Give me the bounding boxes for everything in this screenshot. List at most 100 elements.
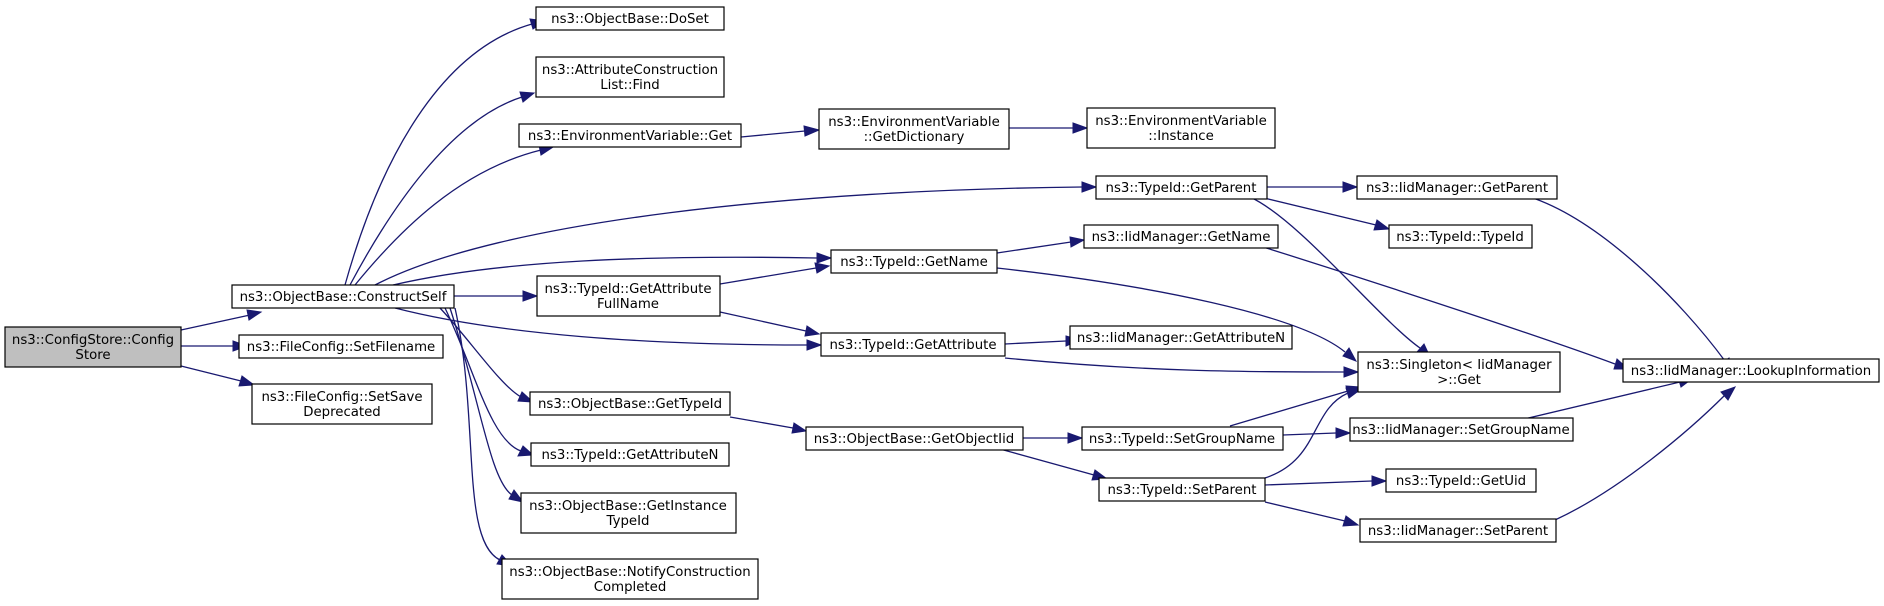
node-typeidgetname[interactable]: ns3::TypeId::GetName bbox=[830, 249, 998, 274]
edge-typeidsetparent-singletonget bbox=[1264, 387, 1363, 479]
edge-getattributefullname-typeidgetname bbox=[719, 262, 831, 285]
edge-typeidgetname-iidgetname bbox=[996, 236, 1086, 254]
node-lookupinformation-label: ns3::IidManager::LookupInformation bbox=[1631, 364, 1871, 379]
edge-iidsetparent-lookupinformation bbox=[1554, 386, 1737, 521]
node-typeidgetuid-label: ns3::TypeId::GetUid bbox=[1396, 474, 1526, 489]
node-notifyconstruction-line1: ns3::ObjectBase::NotifyConstruction bbox=[509, 565, 750, 580]
edge-configstore-setsavedeprecated bbox=[180, 365, 256, 387]
node-iidsetparent[interactable]: ns3::IidManager::SetParent bbox=[1359, 518, 1557, 543]
node-envgetdictionary-line2: ::GetDictionary bbox=[864, 130, 965, 145]
node-typeidgetuid[interactable]: ns3::TypeId::GetUid bbox=[1385, 468, 1537, 493]
edge-typeidgetparent-typeidtypeid bbox=[1259, 196, 1391, 231]
node-singletonget-line1: ns3::Singleton< IidManager bbox=[1366, 358, 1552, 373]
node-typeidgetname-label: ns3::TypeId::GetName bbox=[840, 255, 988, 270]
node-setgroupname[interactable]: ns3::TypeId::SetGroupName bbox=[1081, 426, 1284, 451]
node-typeidtypeid[interactable]: ns3::TypeId::TypeId bbox=[1388, 224, 1533, 249]
edge-typeidsetparent-iidsetparent bbox=[1264, 501, 1360, 527]
node-objgettypeid-label: ns3::ObjectBase::GetTypeId bbox=[538, 397, 722, 412]
edge-typeidgetattribute-iidgetattributen bbox=[1004, 335, 1082, 347]
node-singletonget-line2: >::Get bbox=[1437, 373, 1481, 388]
edge-configstore-setfilename bbox=[181, 340, 249, 352]
node-typeidgetparent[interactable]: ns3::TypeId::GetParent bbox=[1095, 175, 1268, 200]
node-getobjectiid[interactable]: ns3::ObjectBase::GetObjectIid bbox=[805, 426, 1024, 451]
node-typeidgetattributen-label: ns3::TypeId::GetAttributeN bbox=[542, 448, 719, 463]
node-configstore-line1: ns3::ConfigStore::Config bbox=[12, 333, 174, 348]
edge-getattributefullname-typeidgetattribute bbox=[719, 311, 821, 337]
node-typeidsetparent-label: ns3::TypeId::SetParent bbox=[1107, 483, 1256, 498]
edge-constructself-typeidgetattributen bbox=[444, 307, 535, 457]
edge-iidgetparent-lookupinformation bbox=[1529, 196, 1733, 374]
edge-constructself-envvarget bbox=[354, 144, 555, 286]
node-iidsetgroupname-label: ns3::IidManager::SetGroupName bbox=[1352, 423, 1569, 438]
edge-constructself-typeidgetname bbox=[392, 252, 833, 286]
edge-envvarget-envgetdictionary bbox=[740, 125, 821, 138]
node-envgetdictionary[interactable]: ns3::EnvironmentVariable ::GetDictionary bbox=[818, 108, 1010, 150]
node-getattributefullname-line2: FullName bbox=[597, 297, 659, 312]
edge-getobjectiid-setgroupname bbox=[1023, 432, 1084, 444]
edge-constructself-doset bbox=[344, 18, 547, 286]
node-doset[interactable]: ns3::ObjectBase::DoSet bbox=[535, 6, 725, 31]
node-setsavedeprecated-line1: ns3::FileConfig::SetSave bbox=[261, 390, 422, 405]
node-typeidgetparent-label: ns3::TypeId::GetParent bbox=[1106, 181, 1257, 196]
node-iidgetname[interactable]: ns3::IidManager::GetName bbox=[1083, 224, 1279, 249]
node-envgetdictionary-line1: ns3::EnvironmentVariable bbox=[828, 115, 1000, 130]
node-setgroupname-label: ns3::TypeId::SetGroupName bbox=[1089, 432, 1275, 447]
edge-typeidgetattribute-singletonget bbox=[1004, 357, 1360, 378]
node-iidgetparent-label: ns3::IidManager::GetParent bbox=[1366, 181, 1548, 196]
node-typeidgetattribute-label: ns3::TypeId::GetAttribute bbox=[829, 338, 996, 353]
node-configstore-line2: Store bbox=[75, 348, 110, 363]
node-iidgetattributen[interactable]: ns3::IidManager::GetAttributeN bbox=[1069, 325, 1293, 350]
node-attrconstructionfind-line2: List::Find bbox=[600, 78, 659, 93]
node-attrconstructionfind-line1: ns3::AttributeConstruction bbox=[542, 63, 718, 78]
edge-constructself-typeidgetattribute bbox=[394, 307, 823, 351]
edge-typeidgetparent-iidgetparent bbox=[1267, 181, 1359, 193]
node-setfilename-label: ns3::FileConfig::SetFilename bbox=[247, 340, 435, 355]
node-getattributefullname-line1: ns3::TypeId::GetAttribute bbox=[544, 282, 711, 297]
edge-constructself-typeidgetparent bbox=[374, 181, 1098, 286]
node-notifyconstruction[interactable]: ns3::ObjectBase::NotifyConstruction Comp… bbox=[501, 558, 759, 600]
node-constructself-label: ns3::ObjectBase::ConstructSelf bbox=[240, 290, 447, 305]
edge-setgroupname-iidsetgroupname bbox=[1282, 427, 1352, 439]
node-envinstance-line1: ns3::EnvironmentVariable bbox=[1095, 114, 1267, 129]
edge-iidgetname-lookupinformation bbox=[1259, 245, 1630, 370]
node-getinstancetypeid[interactable]: ns3::ObjectBase::GetInstance TypeId bbox=[520, 492, 737, 534]
edge-setgroupname-singletonget bbox=[1229, 385, 1363, 427]
edge-typeidsetparent-typeidgetuid bbox=[1264, 475, 1388, 487]
edge-typeidgetname-singletonget bbox=[996, 267, 1358, 362]
node-typeidtypeid-label: ns3::TypeId::TypeId bbox=[1396, 230, 1524, 245]
node-iidgetname-label: ns3::IidManager::GetName bbox=[1092, 230, 1271, 245]
node-getinstancetypeid-line1: ns3::ObjectBase::GetInstance bbox=[529, 499, 727, 514]
edge-constructself-getinstancetypeid bbox=[449, 307, 525, 503]
node-typeidgetattributen[interactable]: ns3::TypeId::GetAttributeN bbox=[530, 442, 730, 467]
node-getobjectiid-label: ns3::ObjectBase::GetObjectIid bbox=[814, 432, 1014, 447]
node-iidsetgroupname[interactable]: ns3::IidManager::SetGroupName bbox=[1349, 417, 1574, 442]
edge-getobjectiid-typeidsetparent bbox=[999, 448, 1109, 481]
node-setfilename[interactable]: ns3::FileConfig::SetFilename bbox=[238, 334, 444, 359]
node-getattributefullname[interactable]: ns3::TypeId::GetAttribute FullName bbox=[536, 275, 721, 317]
edge-envgetdictionary-envinstance bbox=[1009, 122, 1089, 134]
edge-constructself-getattributefullname bbox=[454, 290, 539, 302]
node-attrconstructionfind[interactable]: ns3::AttributeConstruction List::Find bbox=[535, 56, 725, 98]
node-envvarget-label: ns3::EnvironmentVariable::Get bbox=[528, 129, 732, 144]
node-typeidsetparent[interactable]: ns3::TypeId::SetParent bbox=[1098, 477, 1266, 502]
node-singletonget[interactable]: ns3::Singleton< IidManager >::Get bbox=[1357, 351, 1561, 393]
edge-constructself-attrconstructionfind bbox=[349, 91, 536, 286]
node-getinstancetypeid-line2: TypeId bbox=[606, 514, 650, 529]
node-envinstance[interactable]: ns3::EnvironmentVariable ::Instance bbox=[1086, 107, 1276, 149]
node-setsavedeprecated[interactable]: ns3::FileConfig::SetSave Deprecated bbox=[251, 383, 433, 425]
edge-objgettypeid-getobjectiid bbox=[729, 416, 808, 434]
node-iidgetparent[interactable]: ns3::IidManager::GetParent bbox=[1356, 175, 1558, 200]
node-objgettypeid[interactable]: ns3::ObjectBase::GetTypeId bbox=[529, 391, 731, 416]
node-envvarget[interactable]: ns3::EnvironmentVariable::Get bbox=[518, 123, 742, 148]
node-constructself[interactable]: ns3::ObjectBase::ConstructSelf bbox=[231, 284, 455, 309]
node-iidsetparent-label: ns3::IidManager::SetParent bbox=[1368, 524, 1548, 539]
node-envinstance-line2: ::Instance bbox=[1148, 129, 1214, 144]
node-iidgetattributen-label: ns3::IidManager::GetAttributeN bbox=[1077, 331, 1285, 346]
node-typeidgetattribute[interactable]: ns3::TypeId::GetAttribute bbox=[820, 332, 1006, 357]
node-lookupinformation[interactable]: ns3::IidManager::LookupInformation bbox=[1622, 358, 1880, 383]
node-notifyconstruction-line2: Completed bbox=[594, 580, 667, 595]
node-doset-label: ns3::ObjectBase::DoSet bbox=[551, 12, 709, 27]
edge-configstore-constructself bbox=[180, 309, 263, 331]
node-configstore[interactable]: ns3::ConfigStore::Config Store bbox=[4, 326, 182, 368]
